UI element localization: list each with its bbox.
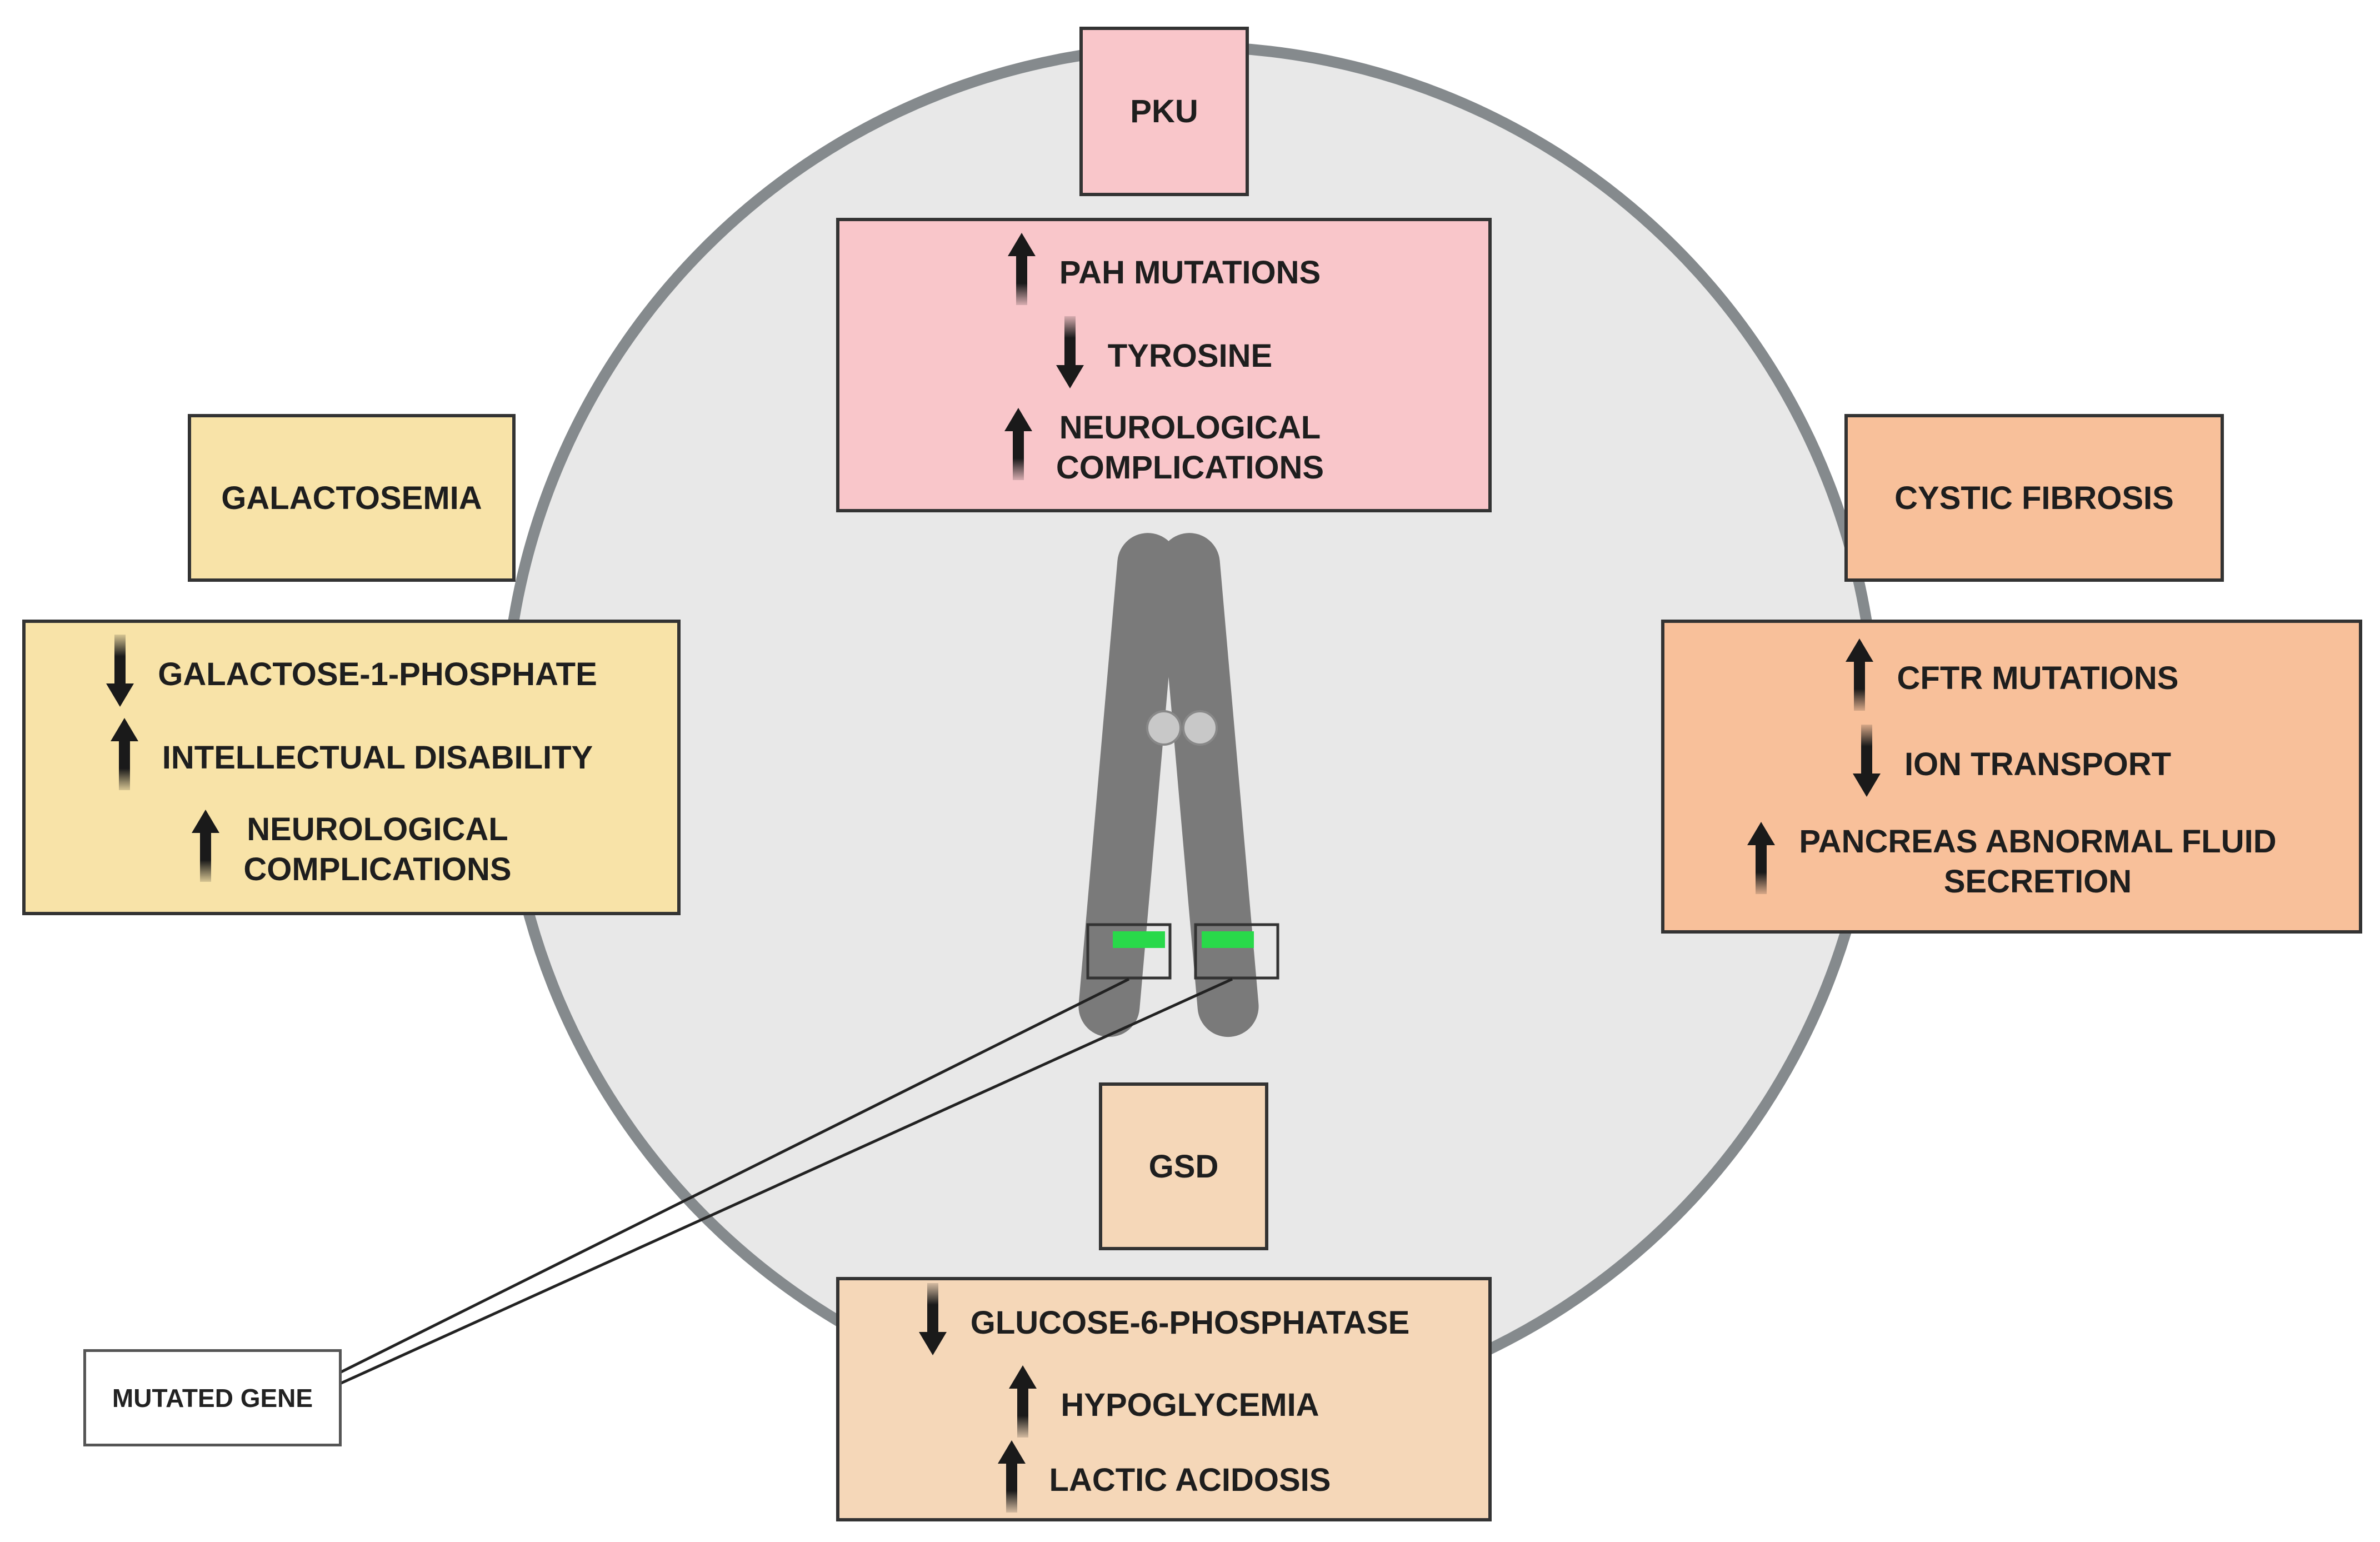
pku-item-2: TYROSINE bbox=[839, 316, 1488, 392]
arrow-down-icon bbox=[918, 1283, 947, 1363]
arrow-up-icon bbox=[1845, 638, 1874, 718]
gsd-item-2: HYPOGLYCEMIA bbox=[839, 1365, 1488, 1441]
mutation-band-left bbox=[1113, 931, 1165, 948]
pku-title-box: PKU bbox=[1079, 27, 1249, 196]
effect-label: GLUCOSE-6-PHOSPHATASE bbox=[970, 1304, 1410, 1341]
cystic-fibrosis-title-box: CYSTIC FIBROSIS bbox=[1844, 414, 2224, 582]
galactosemia-title-box: GALACTOSEMIA bbox=[188, 414, 516, 582]
cystic-fibrosis-title: CYSTIC FIBROSIS bbox=[1894, 480, 2174, 516]
mutated-gene-label-box: MUTATED GENE bbox=[83, 1349, 342, 1446]
arrow-down-icon bbox=[1056, 316, 1084, 396]
centromere-right bbox=[1182, 710, 1218, 746]
effect-label: GALACTOSE-1-PHOSPHATE bbox=[158, 656, 597, 692]
arrow-up-icon bbox=[191, 810, 220, 890]
chromatid-right bbox=[1158, 533, 1259, 1037]
gsd-item-3: LACTIC ACIDOSIS bbox=[839, 1440, 1488, 1516]
arrow-down-icon bbox=[106, 635, 134, 715]
effect-label: HYPOGLYCEMIA bbox=[1061, 1386, 1319, 1423]
arrow-up-icon bbox=[1008, 1365, 1037, 1445]
arrow-up-icon bbox=[110, 718, 139, 798]
arrow-up-icon bbox=[1747, 822, 1776, 902]
effect-label: LACTIC ACIDOSIS bbox=[1049, 1461, 1331, 1498]
pointer-line-left bbox=[339, 977, 1130, 1374]
effect-label: INTELLECTUAL DISABILITY bbox=[162, 739, 593, 776]
effect-label: PAH MUTATIONS bbox=[1059, 254, 1321, 291]
gsd-title-box: GSD bbox=[1099, 1082, 1268, 1250]
pointer-line-right bbox=[339, 977, 1233, 1385]
galactosemia-item-1: GALACTOSE-1-PHOSPHATE bbox=[26, 635, 677, 711]
gsd-item-1: GLUCOSE-6-PHOSPHATASE bbox=[839, 1283, 1488, 1359]
mutation-highlight-right bbox=[1194, 923, 1279, 980]
mutation-highlight-left bbox=[1086, 923, 1172, 980]
pku-title: PKU bbox=[1130, 93, 1198, 129]
arrow-up-icon bbox=[1004, 408, 1033, 488]
effect-label: TYROSINE bbox=[1107, 337, 1273, 374]
cystic-fibrosis-item-1: CFTR MUTATIONS bbox=[1664, 638, 2359, 718]
gsd-details-box: GLUCOSE-6-PHOSPHATASE HYPOGLYCEMIA LACTI… bbox=[836, 1277, 1492, 1521]
mutation-band-right bbox=[1202, 931, 1254, 948]
cystic-fibrosis-item-2: ION TRANSPORT bbox=[1664, 725, 2359, 805]
mutated-gene-label: MUTATED GENE bbox=[112, 1383, 313, 1413]
chromatid-left bbox=[1078, 533, 1179, 1037]
chromosome bbox=[1078, 533, 1279, 1037]
arrow-down-icon bbox=[1852, 725, 1881, 805]
galactosemia-title: GALACTOSEMIA bbox=[221, 480, 482, 516]
centromere-left bbox=[1146, 710, 1182, 746]
arrow-up-icon bbox=[997, 1440, 1026, 1520]
cystic-fibrosis-details-box: CFTR MUTATIONS ION TRANSPORT PANCREAS AB… bbox=[1661, 620, 2362, 934]
effect-label: ION TRANSPORT bbox=[1904, 746, 2172, 782]
gsd-title: GSD bbox=[1148, 1148, 1219, 1185]
galactosemia-details-box: GALACTOSE-1-PHOSPHATE INTELLECTUAL DISAB… bbox=[22, 620, 681, 915]
galactosemia-item-2: INTELLECTUAL DISABILITY bbox=[26, 718, 677, 794]
pku-item-1: PAH MUTATIONS bbox=[839, 233, 1488, 309]
arrow-up-icon bbox=[1007, 233, 1036, 313]
effect-label: CFTR MUTATIONS bbox=[1897, 660, 2179, 696]
